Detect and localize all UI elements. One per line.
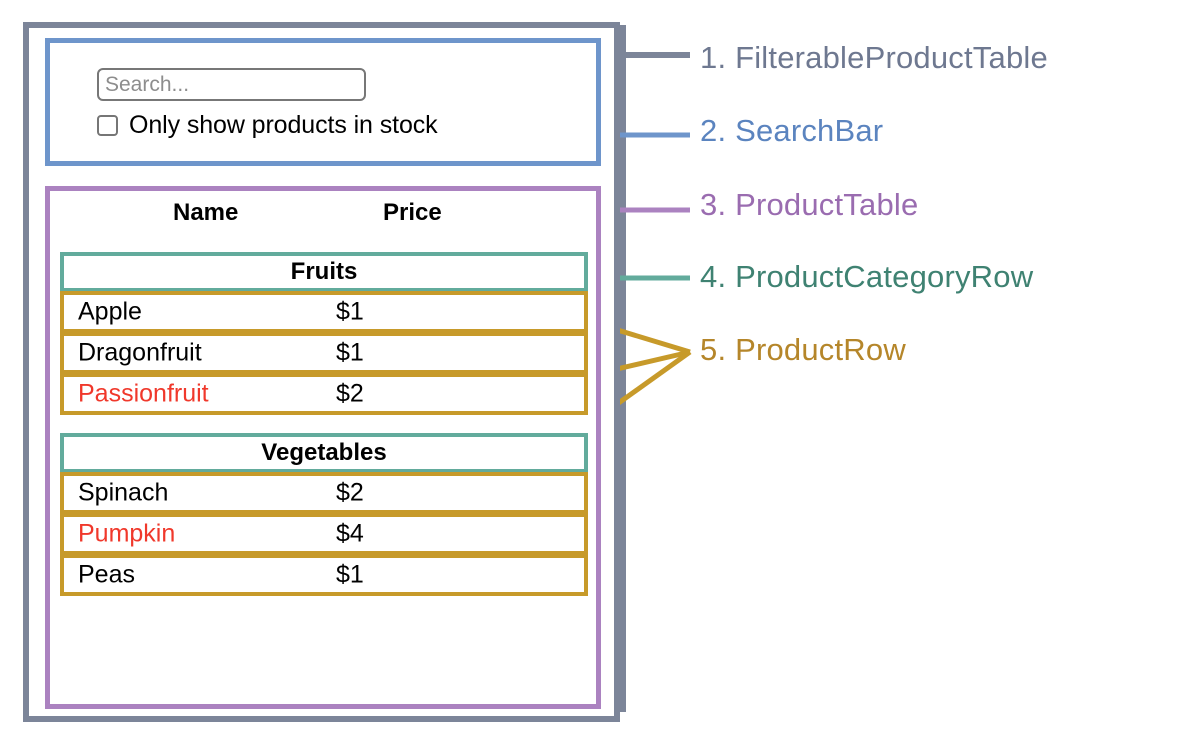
- legend-item-product-category-row: 4. ProductCategoryRow: [700, 259, 1034, 294]
- product-name: Passionfruit: [78, 379, 209, 408]
- in-stock-checkbox-row[interactable]: Only show products in stock: [97, 111, 438, 140]
- in-stock-checkbox-label: Only show products in stock: [129, 111, 438, 139]
- search-bar: Only show products in stock: [45, 38, 601, 166]
- product-name: Spinach: [78, 478, 169, 507]
- legend-item-product-row: 5. ProductRow: [700, 332, 906, 367]
- product-row: Apple $1: [60, 291, 588, 333]
- column-header-price: Price: [383, 199, 442, 226]
- product-name: Pumpkin: [78, 519, 176, 548]
- product-table: Name Price Fruits Apple $1 Dragonfruit $…: [45, 186, 601, 709]
- product-row: Passionfruit $2: [60, 373, 588, 415]
- search-input[interactable]: [97, 68, 366, 101]
- product-category-label: Vegetables: [261, 439, 387, 466]
- checkbox-icon[interactable]: [97, 115, 118, 136]
- legend-item-product-table: 3. ProductTable: [700, 187, 919, 222]
- product-price: $2: [336, 478, 364, 507]
- legend-item-filterable-product-table: 1. FilterableProductTable: [700, 40, 1048, 75]
- product-category-row: Fruits: [60, 252, 588, 292]
- column-header-name: Name: [173, 199, 239, 226]
- product-name: Peas: [78, 560, 135, 589]
- product-price: $1: [336, 560, 364, 589]
- category-group-spacer: [60, 415, 588, 433]
- product-table-header: Name Price: [50, 199, 596, 239]
- product-category-label: Fruits: [290, 258, 358, 285]
- product-row: Spinach $2: [60, 472, 588, 514]
- product-name: Dragonfruit: [78, 338, 202, 367]
- product-row: Peas $1: [60, 554, 588, 596]
- product-row: Pumpkin $4: [60, 513, 588, 555]
- product-category-row: Vegetables: [60, 433, 588, 473]
- product-table-body: Fruits Apple $1 Dragonfruit $1 Passionfr…: [60, 252, 588, 596]
- product-price: $4: [336, 519, 364, 548]
- product-price: $1: [336, 297, 364, 326]
- product-price: $2: [336, 379, 364, 408]
- product-row: Dragonfruit $1: [60, 332, 588, 374]
- product-name: Apple: [78, 297, 142, 326]
- product-price: $1: [336, 338, 364, 367]
- legend-item-search-bar: 2. SearchBar: [700, 113, 884, 148]
